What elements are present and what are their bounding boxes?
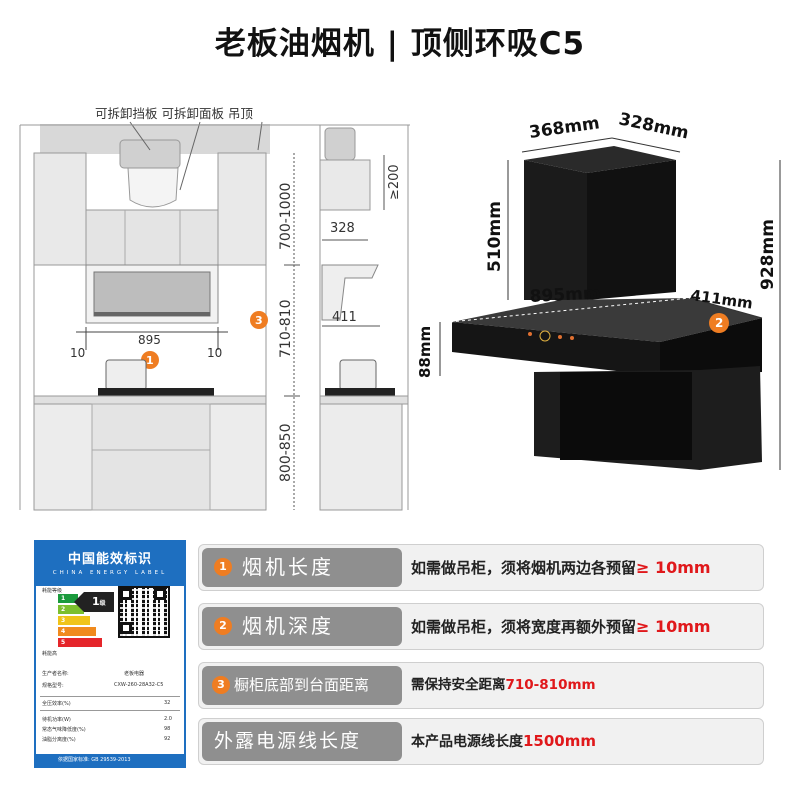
row-highlight: ≥ 10mm (636, 617, 711, 636)
grade-badge: 1级 (74, 592, 114, 612)
side-pot (339, 359, 377, 391)
row-marker: 2 (214, 617, 232, 635)
glass-panel (560, 372, 692, 460)
side-cabinet (319, 159, 371, 211)
level-4-bar: 4 (58, 627, 96, 636)
row-tag: 2 烟机深度 (202, 607, 402, 646)
power-knob-icon (539, 330, 551, 342)
level-1-bar: 1 (58, 594, 78, 603)
row-description: 本产品电源线长度1500mm (411, 732, 597, 750)
row-label: 橱柜底部到台面距离 (234, 676, 370, 694)
row-description: 如需做吊柜，须将烟机两边各预留≥ 10mm (411, 558, 711, 577)
removable-panel (85, 209, 219, 266)
side-hood (321, 264, 379, 321)
top-width-dim: 368mm (528, 113, 601, 143)
chimney-top (524, 146, 676, 173)
install-height-dim: 710-810 (278, 300, 294, 359)
panel-labels: 可拆卸挡板 可拆卸面板 吊顶 (95, 106, 253, 121)
pot (105, 359, 147, 391)
level-3-bar: 3 (58, 616, 90, 625)
indicator-dot (528, 332, 532, 336)
hood-body-side (660, 318, 762, 376)
producer-label: 生产者名称: (42, 671, 69, 677)
metric-4-value: 92 (164, 736, 171, 742)
hood-body-front (452, 322, 660, 376)
metric-2-label: 待机功率(W) (42, 717, 71, 723)
side-lower-cabinet (319, 403, 403, 511)
metric-3-label: 常态气味降低度(%) (42, 727, 86, 733)
metric-4-label: 油脂分离度(%) (42, 737, 76, 743)
row-highlight: ≥ 10mm (636, 558, 711, 577)
hood-top-panel (452, 298, 762, 342)
level-2-bar: 2 (58, 605, 84, 614)
side-counter (319, 395, 409, 405)
row-description: 如需做吊柜，须将宽度再额外预留≥ 10mm (411, 617, 711, 636)
panel-thickness-dim: 88mm (416, 326, 434, 378)
duct-gap-dim: ≥200 (387, 164, 402, 200)
qr-eye (120, 622, 132, 634)
metric-1-label: 全压效率(%) (42, 701, 71, 707)
upper-cabinet-right (217, 152, 267, 266)
fan-housing (127, 167, 179, 208)
counter (33, 395, 267, 405)
info-row-depth: 2 烟机深度 如需做吊柜，须将宽度再额外预留≥ 10mm (198, 603, 764, 650)
row-tag: 1 烟机长度 (202, 548, 402, 587)
energy-label: 中国能效标识 CHINA ENERGY LABEL 耗能等级 1 2 3 4 5… (34, 540, 186, 768)
page-title: 老板油烟机 | 顶侧环吸C5 (214, 26, 586, 62)
qr-eye (154, 588, 166, 600)
row-label: 外露电源线长度 (214, 730, 362, 752)
efficiency-caption: 耗能高 (42, 651, 58, 657)
metric-2-value: 2.0 (164, 716, 172, 722)
metric-3-value: 98 (164, 726, 171, 732)
svg-text:3: 3 (255, 314, 263, 327)
side-depth-dim: 411 (332, 310, 357, 325)
row-label: 烟机深度 (242, 614, 334, 638)
hood-glass (93, 271, 211, 317)
cabinet-height-dim: 700-1000 (278, 183, 294, 250)
svg-text:2: 2 (715, 316, 723, 330)
side-width-dim: 328 (330, 221, 355, 236)
energy-label-subtitle: CHINA ENERGY LABEL (52, 570, 168, 576)
hood-width-dim: 895 (138, 333, 161, 347)
grade-title: 耗能等级 (42, 588, 63, 594)
marker-2 (709, 313, 729, 333)
gap-left-dim: 10 (70, 346, 85, 360)
energy-label-title: 中国能效标识 (67, 552, 152, 567)
metric-1-value: 32 (164, 700, 171, 706)
chimney-front (524, 160, 587, 300)
gap-right-dim: 10 (207, 346, 222, 360)
total-height-dim: 928mm (758, 219, 778, 290)
counter-height-dim: 800-850 (278, 424, 294, 483)
row-marker: 3 (212, 676, 230, 694)
side-duct (324, 127, 356, 161)
energy-label-footer: 依据国家标准: GB 29539-2013 (58, 757, 131, 763)
row-marker: 1 (214, 558, 232, 576)
marker-3 (250, 311, 268, 329)
row-tag: 3 橱柜底部到台面距离 (202, 666, 402, 705)
producer-value: 老板电器 (124, 671, 145, 677)
row-description: 需保持安全距离710-810mm (411, 677, 596, 693)
duct-pipe (119, 139, 181, 169)
info-row-power-cord: 外露电源线长度 本产品电源线长度1500mm (198, 718, 764, 765)
model-value: CXW-260-28A32-C5 (114, 682, 164, 688)
energy-label-header: 中国能效标识 CHINA ENERGY LABEL (36, 542, 184, 586)
chimney-side (587, 160, 676, 300)
row-label: 烟机长度 (242, 555, 334, 579)
row-highlight: 710-810mm (505, 677, 596, 693)
qr-eye (120, 588, 132, 600)
level-5-bar: 5 (58, 638, 102, 647)
svg-text:1: 1 (146, 354, 154, 367)
row-tag: 外露电源线长度 (202, 722, 402, 761)
model-label: 规格型号: (42, 683, 64, 689)
chimney-height-dim: 510mm (485, 201, 505, 272)
panel-width-dim: 895mm (529, 283, 601, 307)
top-depth-dim: 328mm (617, 109, 691, 143)
info-row-length: 1 烟机长度 如需做吊柜，须将烟机两边各预留≥ 10mm (198, 544, 764, 591)
row-highlight: 1500mm (523, 732, 597, 750)
info-row-cabinet-distance: 3 橱柜底部到台面距离 需保持安全距离710-810mm (198, 662, 764, 709)
upper-cabinet-left (33, 152, 87, 266)
